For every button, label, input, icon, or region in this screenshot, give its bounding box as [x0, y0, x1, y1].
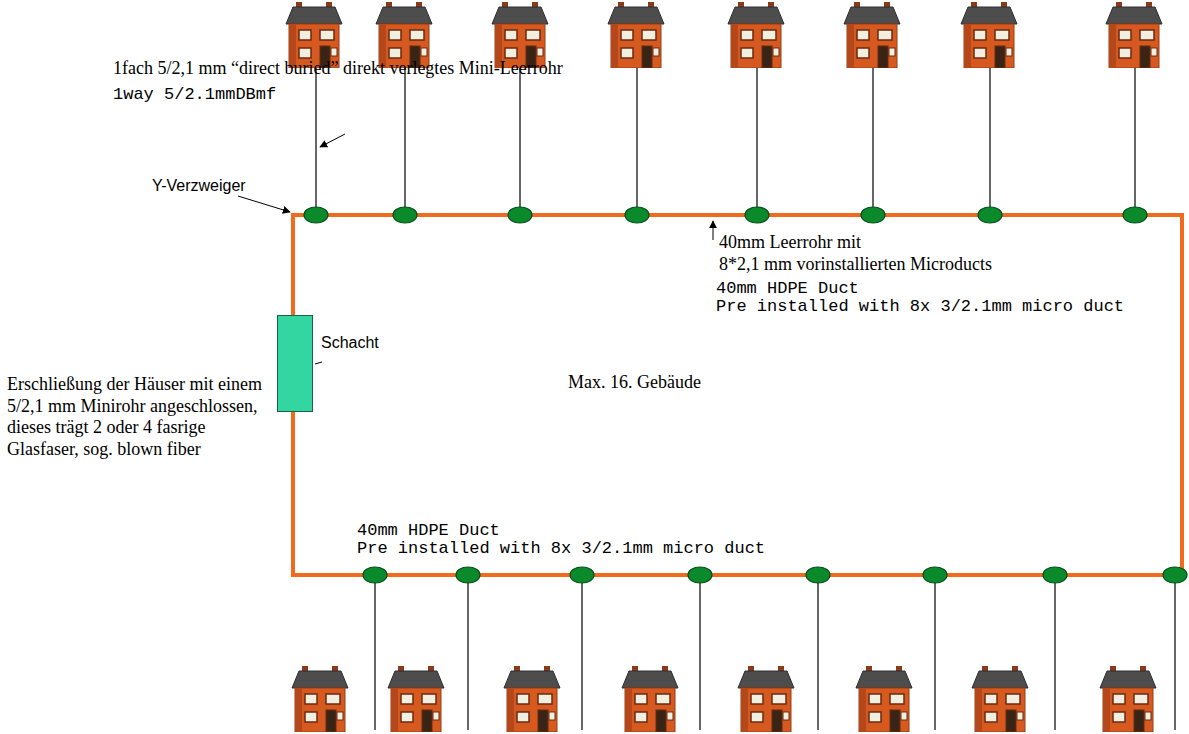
- annotation-label: 40mm HDPE Duct: [357, 522, 500, 540]
- annotation-label: Pre installed with 8x 3/2.1mm micro duct: [357, 540, 765, 558]
- hdpe-duct-loop: [293, 215, 1182, 575]
- house-icon: [1106, 2, 1162, 68]
- leader-line: [315, 362, 322, 364]
- manhole-label: Schacht: [321, 334, 379, 352]
- drop-duct: [1134, 68, 1135, 208]
- annotation-label: Max. 16. Gebäude: [568, 372, 701, 394]
- house-icon: [844, 2, 900, 68]
- drop-duct: [989, 68, 990, 208]
- drop-duct: [756, 68, 757, 208]
- y-branch: [363, 567, 387, 583]
- y-branch: [456, 567, 480, 583]
- house-icon: [856, 666, 912, 732]
- drop-duct: [636, 68, 637, 208]
- leader-arrow: [320, 134, 345, 147]
- y-branch-dots: [304, 207, 1187, 583]
- y-branch: [745, 207, 769, 223]
- drop-duct: [467, 582, 468, 730]
- drop-duct: [1054, 582, 1055, 730]
- house-icon: [388, 666, 444, 732]
- annotation-label: Pre installed with 8x 3/2.1mm micro duct: [716, 298, 1124, 316]
- manhole-box: Schacht: [277, 315, 313, 412]
- house-icon: [728, 2, 784, 68]
- y-branch: [393, 207, 417, 223]
- y-branch: [923, 567, 947, 583]
- annotation-label: 1fach 5/2,1 mm “direct buried” direkt ve…: [113, 58, 563, 80]
- drop-duct: [315, 68, 316, 208]
- house-icon: [504, 666, 560, 732]
- drop-duct: [519, 68, 520, 208]
- y-branch: [625, 207, 649, 223]
- drop-duct: [934, 582, 935, 730]
- drop-duct: [581, 582, 582, 730]
- house-icon: [738, 666, 794, 732]
- house-icon: [622, 666, 678, 732]
- annotation-label: 40mm Leerrohr mit: [719, 232, 861, 254]
- drop-duct: [374, 582, 375, 730]
- y-branch: [806, 567, 830, 583]
- house-icon: [972, 666, 1028, 732]
- drop-duct: [699, 582, 700, 730]
- y-branch: [688, 567, 712, 583]
- house-icon: [1100, 666, 1156, 732]
- y-branch: [978, 207, 1002, 223]
- y-branch: [304, 207, 328, 223]
- y-branch: [861, 207, 885, 223]
- drop-duct: [404, 68, 405, 208]
- leader-arrow: [238, 196, 290, 212]
- annotation-label: 1way 5/2.1mmDBmf: [113, 86, 276, 104]
- drop-ducts-top: [316, 68, 1135, 208]
- annotation-label: Erschließung der Häuser mit einem 5/2,1 …: [7, 374, 269, 460]
- annotation-label: 8*2,1 mm vorinstallierten Microducts: [719, 254, 992, 276]
- bottom-houses: [292, 666, 1156, 732]
- annotation-label: Y-Verzweiger: [152, 176, 246, 195]
- house-icon: [961, 2, 1017, 68]
- y-branch: [570, 567, 594, 583]
- annotation-label: 40mm HDPE Duct: [716, 280, 859, 298]
- drop-duct: [817, 582, 818, 730]
- house-icon: [292, 666, 348, 732]
- drop-duct: [872, 68, 873, 208]
- y-branch: [1123, 207, 1147, 223]
- house-icon: [608, 2, 664, 68]
- y-branch: [508, 207, 532, 223]
- y-branch: [1043, 567, 1067, 583]
- drop-duct: [1174, 582, 1175, 730]
- leader-arrow: [713, 221, 714, 240]
- y-branch: [1163, 567, 1187, 583]
